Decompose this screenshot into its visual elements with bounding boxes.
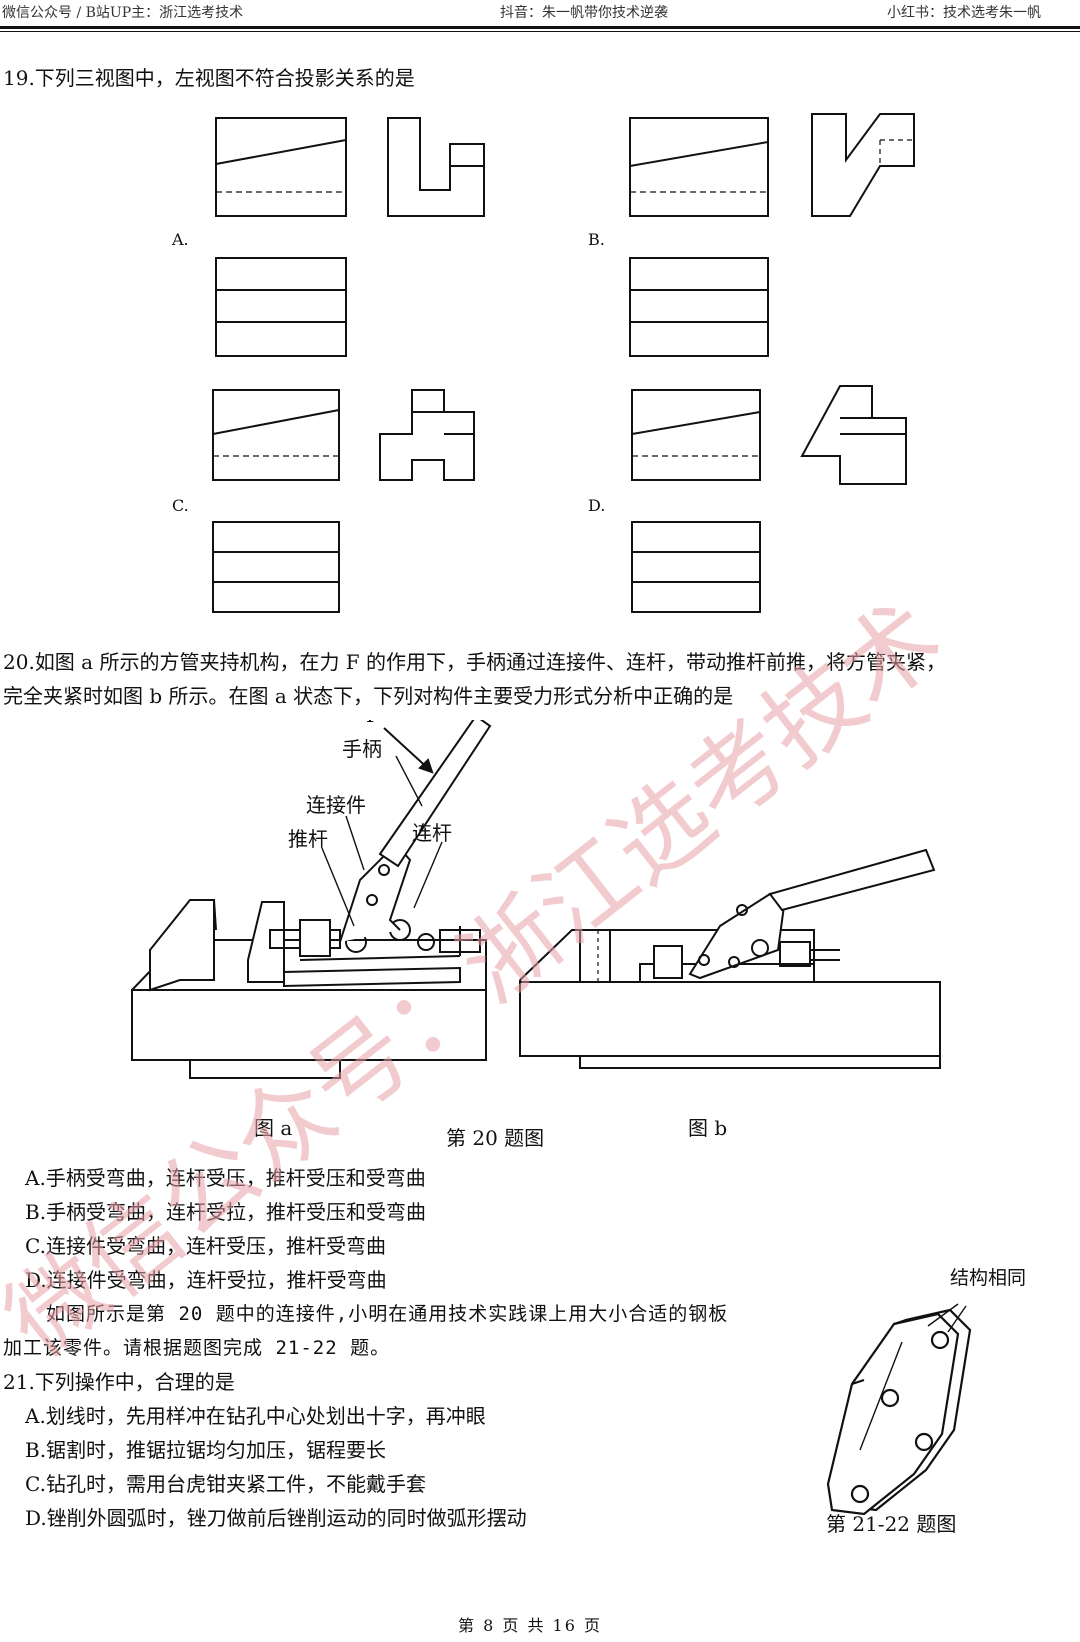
label-force: F: [366, 720, 380, 727]
q20-stem-line2: 完全夹紧时如图 b 所示。在图 a 状态下，下列对构件主要受力形式分析中正确的是: [3, 684, 734, 708]
q20-option-b: B.手柄受弯曲，连杆受拉，推杆受压和受弯曲: [25, 1200, 427, 1224]
q21-option-a: A.划线时，先用样冲在钻孔中心处划出十字，再冲眼: [25, 1404, 486, 1428]
option-a-label: A.: [172, 230, 189, 249]
q20-stem-line1: 20.如图 a 所示的方管夹持机构，在力 F 的作用下，手柄通过连接件、连杆，带…: [3, 650, 947, 674]
option-c-label: C.: [172, 496, 189, 515]
q20-figure-caption: 第 20 题图: [446, 1126, 545, 1150]
label-pushrod: 推杆: [288, 827, 328, 851]
q21-option-d: D.锉削外圆弧时，锉刀做前后锉削运动的同时做弧形摆动: [25, 1506, 527, 1530]
page-footer: 第 8 页 共 16 页: [458, 1616, 602, 1635]
q19-three-view-figures: [212, 113, 915, 613]
header-right: 小红书：技术选考朱一帆: [887, 5, 1041, 21]
intro-21-22-line2: 加工该零件。请根据题图完成 21-22 题。: [3, 1337, 391, 1359]
q20-option-d: D.连接件受弯曲，连杆受拉，推杆受弯曲: [25, 1268, 387, 1292]
label-link: 连杆: [412, 821, 452, 845]
label-handle: 手柄: [342, 737, 382, 761]
option-c-views: [212, 389, 475, 613]
label-connector: 连接件: [306, 793, 366, 817]
intro-21-22-line1: 如图所示是第 20 题中的连接件,小明在通用技术实践课上用大小合适的钢板: [46, 1303, 729, 1325]
header-rule: [0, 26, 1080, 29]
header-left: 微信公众号 / B站UP主：浙江选考技术: [2, 5, 244, 21]
q20-option-c: C.连接件受弯曲，连杆受压，推杆受弯曲: [25, 1234, 386, 1258]
fig-b-label: 图 b: [688, 1116, 728, 1140]
header-rule-thin: [0, 31, 1080, 32]
option-d-label: D.: [588, 496, 606, 515]
q21-stem: 21.下列操作中，合理的是: [3, 1370, 235, 1394]
option-a-views: [215, 117, 485, 357]
option-b-views: [629, 113, 915, 357]
fig-a-label: 图 a: [254, 1116, 293, 1140]
q21-22-figure-caption: 第 21-22 题图: [826, 1512, 957, 1536]
connector-label: 结构相同: [950, 1267, 1027, 1289]
q21-option-c: C.钻孔时，需用台虎钳夹紧工件，不能戴手套: [25, 1472, 426, 1496]
option-d-views: [631, 385, 907, 613]
q20-mechanism-figure: F 手柄 连接件 推杆 连杆: [131, 720, 941, 1079]
connector-part-figure: [826, 1303, 972, 1516]
q19-stem: 19.下列三视图中，左视图不符合投影关系的是: [3, 66, 415, 90]
q20-option-a: A.手柄受弯曲，连杆受压，推杆受压和受弯曲: [25, 1166, 426, 1190]
header-center: 抖音：朱一帆带你技术逆袭: [500, 5, 668, 21]
option-b-label: B.: [588, 230, 605, 249]
q21-option-b: B.锯割时，推锯拉锯均匀加压，锯程要长: [25, 1438, 387, 1462]
page-header: 微信公众号 / B站UP主：浙江选考技术 抖音：朱一帆带你技术逆袭 小红书：技术…: [0, 0, 1080, 34]
